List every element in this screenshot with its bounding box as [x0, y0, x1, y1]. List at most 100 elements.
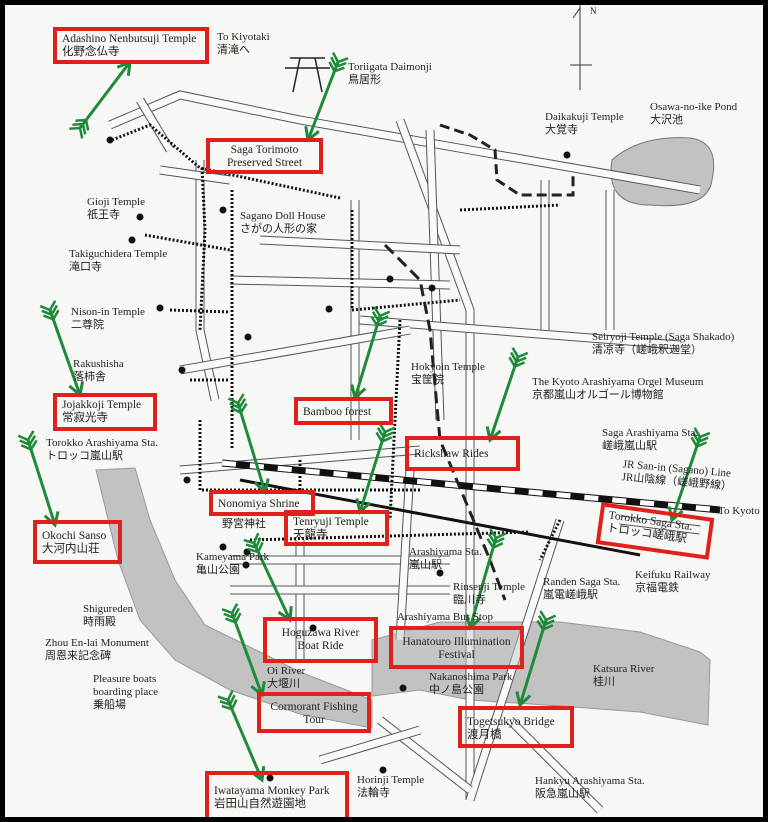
poi-marker-icon: [136, 213, 144, 221]
road-fill: [159, 166, 231, 184]
poi-marker-icon: [563, 151, 571, 159]
poi-marker-icon: [379, 766, 387, 774]
label-en: Okochi Sanso: [42, 530, 107, 542]
nonomiya-jp: 野宮神社: [222, 518, 266, 530]
oi-river: [95, 467, 373, 729]
poi-marker-icon: [242, 561, 250, 569]
poi-marker-icon: [266, 774, 274, 782]
label-jp: 化野念仏寺: [62, 46, 120, 58]
green-arrow-icon: [667, 427, 711, 523]
label-en: Tour: [303, 714, 325, 726]
green-arrow-icon: [485, 347, 529, 443]
poi-marker-icon: [128, 236, 136, 244]
torii-icon: [285, 57, 330, 93]
label-en: Adashino Nenbutsuji Temple: [62, 33, 197, 45]
poi-marker-icon: [183, 476, 191, 484]
compass-label: N: [590, 6, 597, 16]
label-saga-arashiyama: Saga Arashiyama Sta.嵯峨嵐山駅: [602, 427, 699, 452]
label-arashiyama-sta: Arashiyama Sta.嵐山駅: [409, 546, 482, 571]
poi-marker-icon: [244, 333, 252, 341]
label-en: Preserved Street: [226, 157, 303, 169]
poi-marker-icon: [156, 304, 164, 312]
green-arrow-icon: [39, 300, 85, 398]
walking-paths: [111, 123, 575, 601]
road-fill: [426, 129, 444, 421]
highlight-rickshaw[interactable]: Rickshaw Rides: [405, 436, 520, 471]
poi-marker-icon: [178, 366, 186, 374]
road-fill: [318, 726, 422, 764]
label-jp: 大河内山荘: [42, 543, 100, 555]
poi-marker-icon: [325, 305, 333, 313]
osawa-pond: [610, 137, 715, 207]
green-arrow-icon: [304, 52, 349, 143]
label-en: Cormorant Fishing: [270, 701, 358, 713]
green-arrow-icon: [17, 430, 60, 528]
walking-path: [111, 123, 341, 200]
poi-marker-icon: [219, 543, 227, 551]
green-arrow-icon: [355, 422, 396, 515]
label-torokko-arashiyama: Torokko Arashiyama Sta.トロッコ嵐山駅: [46, 437, 158, 462]
walking-path: [538, 519, 562, 561]
green-arrow-icon: [221, 603, 266, 698]
label-hankyu: Hankyu Arashiyama Sta.阪急嵐山駅: [535, 775, 645, 800]
green-arrow-icon: [69, 59, 132, 139]
poi-marker-icon: [106, 136, 114, 144]
bus-route: [439, 123, 575, 197]
label-seiryoji: Seiryoji Temple (Saga Shakado)清凉寺（嵯峨釈迦堂）: [592, 331, 735, 356]
road-fill: [507, 717, 603, 813]
highlight-bamboo-forest[interactable]: Bamboo forest: [294, 397, 393, 425]
label-bus-stop: Arashiyama Bus Stop: [397, 611, 493, 623]
walking-path: [198, 167, 207, 331]
walking-path: [198, 420, 420, 492]
label-jp: 渡月橋: [467, 729, 502, 741]
poi-marker-icon: [309, 624, 317, 632]
label-en: Jojakkoji Temple: [62, 399, 142, 411]
highlight-nonomiya[interactable]: Nonomiya Shrine: [209, 490, 315, 516]
label-jp: 岩田山自然遊園地: [214, 798, 306, 810]
walking-path: [388, 319, 402, 521]
walking-path: [350, 210, 461, 312]
label-jp: 常寂光寺: [62, 412, 108, 424]
road-fill: [108, 91, 701, 194]
label-jp: 天龍寺: [293, 529, 328, 541]
label-en: Hanatouro Illumination: [402, 636, 511, 648]
green-arrow-icon: [515, 610, 557, 708]
poi-marker-icon: [399, 684, 407, 692]
road-fill: [196, 160, 219, 401]
label-en: Hoguzawa River: [281, 627, 360, 639]
label-en: Festival: [438, 649, 475, 661]
bus-route: [383, 243, 507, 601]
road-fill: [259, 236, 461, 254]
road-fill: [229, 276, 451, 289]
poi-markers: [106, 136, 571, 782]
label-en: Saga Torimoto: [230, 144, 299, 156]
